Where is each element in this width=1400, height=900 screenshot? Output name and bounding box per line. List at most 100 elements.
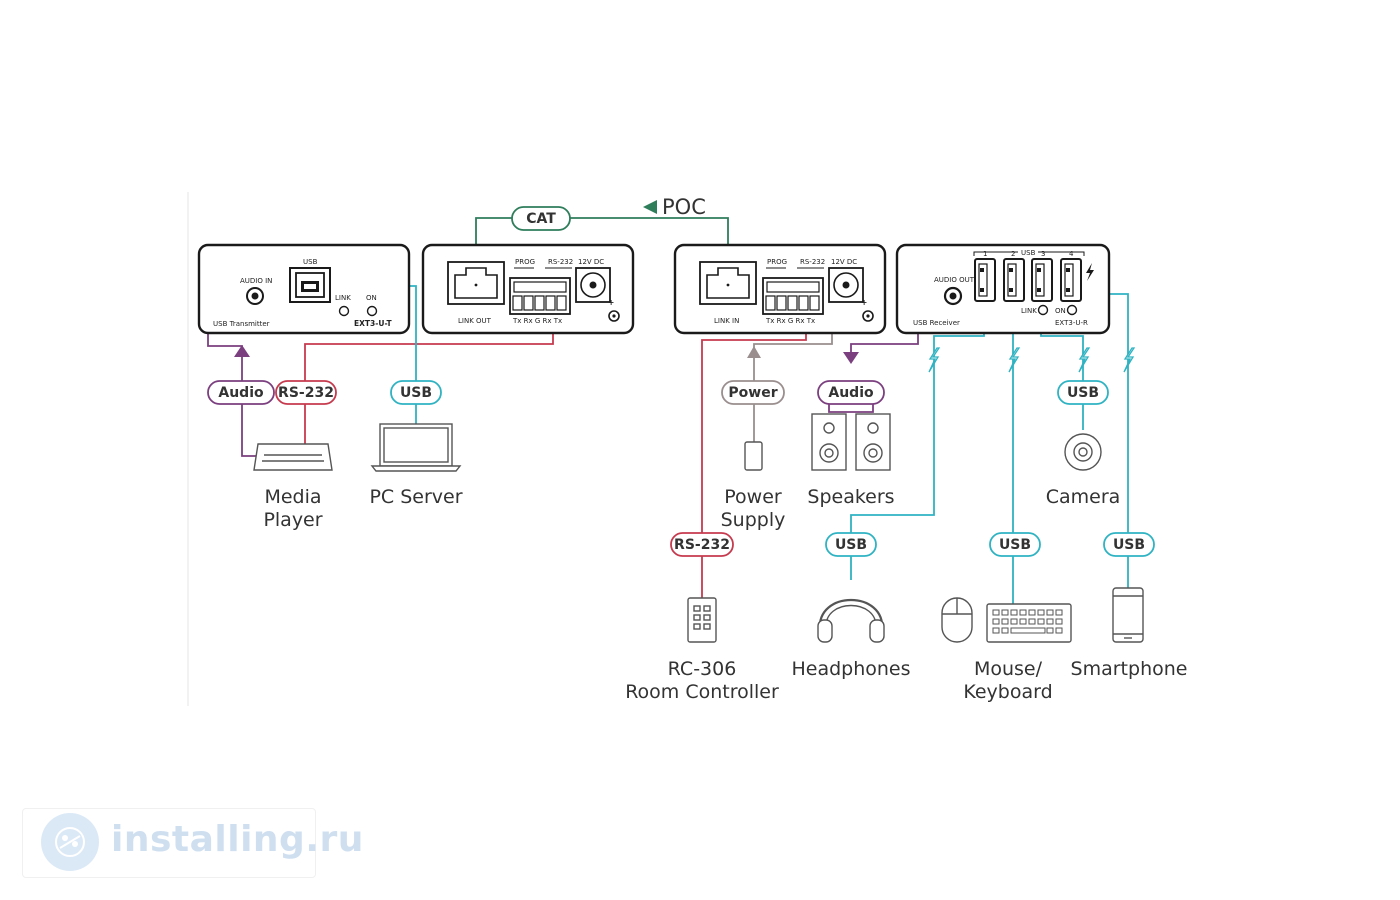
- receiver-model: EXT3-U-R: [1055, 319, 1088, 327]
- link-label: LINK: [1021, 307, 1037, 315]
- rs232-port-label: RS-232: [800, 258, 825, 266]
- transmitter-back-panel: LINK OUT PROG RS-232 Tx Rx G Rx Tx 12V D…: [421, 243, 635, 335]
- terminal-block-icon: [762, 277, 824, 315]
- svg-text:Audio: Audio: [828, 385, 874, 401]
- on-label: ON: [366, 294, 377, 302]
- mouse-keyboard-label-line2: Keyboard: [963, 681, 1052, 703]
- rj45-port-icon: [447, 261, 505, 305]
- usb-a-port-icon: [1031, 258, 1053, 302]
- link-label: LINK: [335, 294, 351, 302]
- usb-port-number-1: 1: [983, 250, 987, 258]
- power-supply-icon: [744, 441, 763, 471]
- prog-label: PROG: [767, 258, 787, 266]
- poc-label: POC: [662, 195, 706, 219]
- svg-text:Power: Power: [728, 385, 777, 401]
- rj45-port-icon: [699, 261, 757, 305]
- lightning-icon: [1008, 347, 1020, 373]
- usb-b-port-icon: [289, 267, 331, 303]
- svg-text:Audio: Audio: [218, 385, 264, 401]
- media-player-icon: [253, 443, 333, 471]
- headphones-label: Headphones: [791, 658, 910, 680]
- pill-usb-mouse: USB: [989, 532, 1041, 557]
- lightning-icon: [1123, 347, 1135, 373]
- keyboard-icon: [986, 603, 1072, 643]
- usb-port-number-3: 3: [1041, 250, 1045, 258]
- transmitter-model: EXT3-U-T: [354, 319, 392, 328]
- poc-arrow-icon: [643, 200, 657, 214]
- prog-label: PROG: [515, 258, 535, 266]
- svg-text:USB: USB: [400, 385, 432, 401]
- camera-icon: [1064, 433, 1102, 471]
- dc-label: 12V DC: [578, 258, 604, 266]
- cat-cable: [475, 217, 729, 268]
- rs232-port-label: RS-232: [548, 258, 573, 266]
- svg-text:CAT: CAT: [526, 211, 556, 227]
- usb-group-label: USB: [1021, 249, 1036, 257]
- svg-text:USB: USB: [1067, 385, 1099, 401]
- pill-usb-camera: USB: [1057, 380, 1109, 405]
- pin-labels: Tx Rx G Rx Tx: [512, 317, 562, 325]
- pill-rs232-left: RS-232: [275, 380, 337, 405]
- audio-out-label: AUDIO OUT: [934, 276, 975, 284]
- pill-usb-headphones: USB: [825, 532, 877, 557]
- usb-a-port-icon: [974, 258, 996, 302]
- usb-port-number-4: 4: [1069, 250, 1074, 258]
- media-player-label-line2: Player: [263, 509, 322, 531]
- svg-text:USB: USB: [835, 537, 867, 553]
- smartphone-icon: [1112, 587, 1144, 643]
- pill-power: Power: [721, 380, 785, 405]
- usb-port-label: USB: [303, 258, 318, 266]
- svg-text:USB: USB: [1113, 537, 1145, 553]
- svg-text:+: +: [861, 298, 867, 307]
- pill-rs232-right: RS-232: [670, 532, 734, 557]
- power-supply-label-line2: Supply: [721, 509, 786, 531]
- pill-audio-left: Audio: [207, 380, 275, 405]
- usb-port-number-2: 2: [1011, 250, 1015, 258]
- svg-text:RS-232: RS-232: [674, 537, 730, 553]
- speakers-icon: [811, 413, 891, 471]
- svg-text:+: +: [608, 298, 614, 307]
- transmitter-name: USB Transmitter: [213, 320, 270, 328]
- audio-in-arrow-icon: [234, 345, 250, 357]
- pill-cat: CAT: [511, 206, 571, 231]
- charging-bolt-icon: [1086, 263, 1094, 281]
- usb-a-port-icon: [1003, 258, 1025, 302]
- watermark-text: installing.ru: [111, 819, 364, 860]
- usb-receiver-front: AUDIO OUT USB 1 2 3 4 LINK: [895, 243, 1111, 335]
- headphones-icon: [817, 599, 885, 643]
- smartphone-label: Smartphone: [1071, 658, 1188, 680]
- svg-text:USB: USB: [999, 537, 1031, 553]
- dc-label: 12V DC: [831, 258, 857, 266]
- watermark: installing.ru: [22, 808, 363, 878]
- remote-icon: [687, 597, 717, 643]
- audio-in-label: AUDIO IN: [240, 277, 272, 285]
- lightning-icon: [1078, 347, 1090, 373]
- laptop-icon: [370, 423, 462, 472]
- audio-out-arrow-icon: [843, 352, 859, 364]
- pill-usb-phone: USB: [1103, 532, 1155, 557]
- watermark-logo-icon: [41, 813, 99, 871]
- pill-usb-left: USB: [390, 380, 442, 405]
- pc-server-label: PC Server: [369, 486, 462, 508]
- on-label: ON: [1055, 307, 1066, 315]
- svg-text:RS-232: RS-232: [278, 385, 334, 401]
- usb-transmitter-front: AUDIO IN USB LINK ON USB Transmitter EXT…: [197, 243, 411, 335]
- receiver-name: USB Receiver: [913, 319, 960, 327]
- controller-label: RC-306: [668, 658, 737, 680]
- mouse-icon: [941, 597, 973, 643]
- usb-a-port-icon: [1060, 258, 1082, 302]
- pill-audio-right: Audio: [817, 380, 885, 405]
- power-supply-label: Power: [724, 486, 782, 508]
- controller-label-line2: Room Controller: [625, 681, 779, 703]
- receiver-back-panel: LINK IN PROG RS-232 Tx Rx G Rx Tx 12V DC…: [673, 243, 887, 335]
- pin-labels: Tx Rx G Rx Tx: [765, 317, 815, 325]
- media-player-label: Media: [264, 486, 321, 508]
- mouse-keyboard-label: Mouse/: [974, 658, 1043, 680]
- link-in-label: LINK IN: [714, 317, 739, 325]
- dc-jack-icon: [575, 267, 611, 303]
- speakers-label: Speakers: [807, 486, 894, 508]
- dc-jack-icon: [828, 267, 864, 303]
- power-arrow-icon: [747, 346, 761, 358]
- camera-label: Camera: [1046, 486, 1121, 508]
